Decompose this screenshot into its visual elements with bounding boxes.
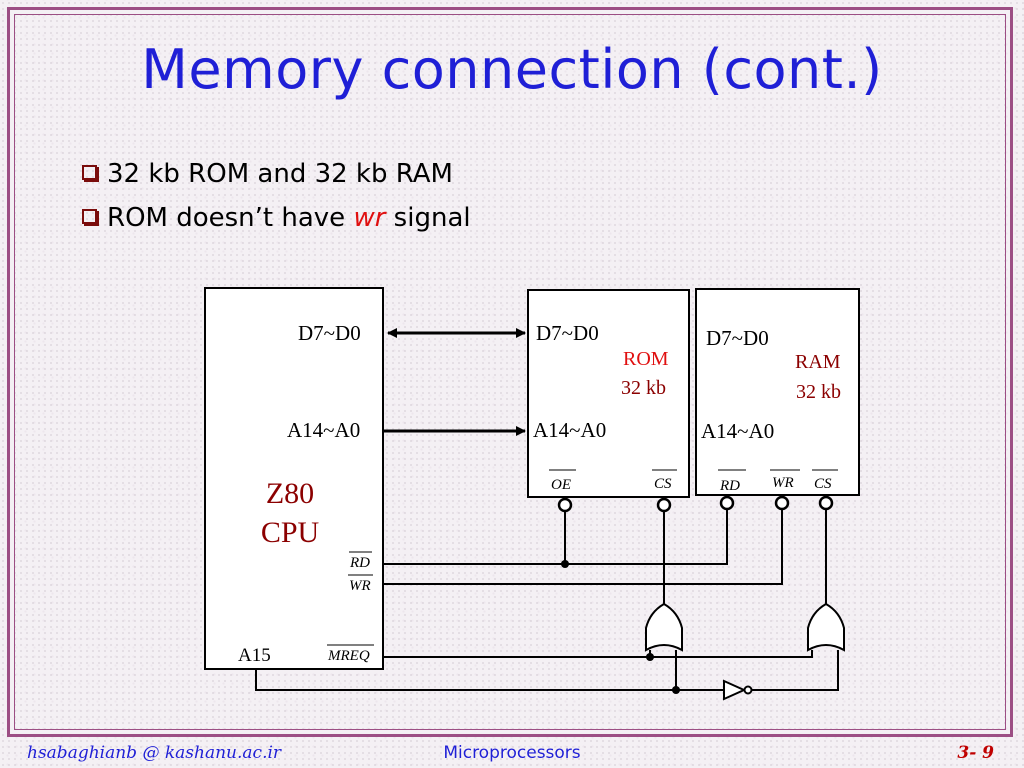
slide-title: Memory connection (cont.) [141,38,883,101]
rom-oe-label: OE [551,477,571,493]
bullet-highlight: wr [353,203,386,233]
checkbox-bullet-icon [82,165,97,180]
bullet-text: ROM doesn’t have [107,203,354,233]
control-wires [255,509,839,691]
ram-data-bus-label: D7~D0 [706,326,769,350]
junction-dots [561,560,680,694]
ram-cs-label: CS [814,476,832,492]
rom-name-label: ROM [623,348,669,370]
cpu-chip [204,287,384,670]
bullet-list: 32 kb ROM and 32 kb RAM ROM doesn’t have… [82,152,471,240]
ram-name-label: RAM [795,351,841,373]
inverter-gate [723,679,747,701]
ram-size-label: 32 kb [796,381,841,403]
footer-page-number: 3- 9 [957,743,994,763]
checkbox-bullet-icon [82,209,97,224]
pin-bubbles [557,495,834,513]
bullet-text: 32 kb ROM and 32 kb RAM [107,159,453,189]
ram-or-gate [807,602,845,652]
cpu-a15-label: A15 [238,645,271,666]
ram-rd-label: RD [719,478,740,494]
cpu-wr-label: WR [349,578,371,594]
rom-cs-label: CS [654,476,672,492]
cpu-sub-label: CPU [261,516,320,549]
rom-or-gate [645,602,683,652]
ram-addr-bus-label: A14~A0 [701,419,774,443]
inverter-bubble [743,685,753,695]
rom-chip [527,289,690,498]
slide-frame-outer [7,7,1013,737]
slide-frame-inner [14,14,1006,730]
cpu-addr-bus-label: A14~A0 [287,418,360,442]
ram-chip [695,288,860,496]
cpu-data-bus-label: D7~D0 [298,321,361,345]
bullet-item-2: ROM doesn’t have wr signal [82,196,471,240]
bullet-text-end: signal [385,203,471,233]
rom-data-bus-label: D7~D0 [536,321,599,345]
bullet-item-1: 32 kb ROM and 32 kb RAM [82,152,471,196]
rom-size-label: 32 kb [621,377,666,399]
ram-wr-label: WR [772,475,794,491]
cpu-rd-label: RD [349,555,370,571]
cpu-name-label: Z80 [266,477,314,510]
footer-author: hsabaghianb @ kashanu.ac.ir [27,743,282,763]
rom-addr-bus-label: A14~A0 [533,418,606,442]
footer-course: Microprocessors [443,743,581,763]
cpu-mreq-label: MREQ [327,648,370,664]
